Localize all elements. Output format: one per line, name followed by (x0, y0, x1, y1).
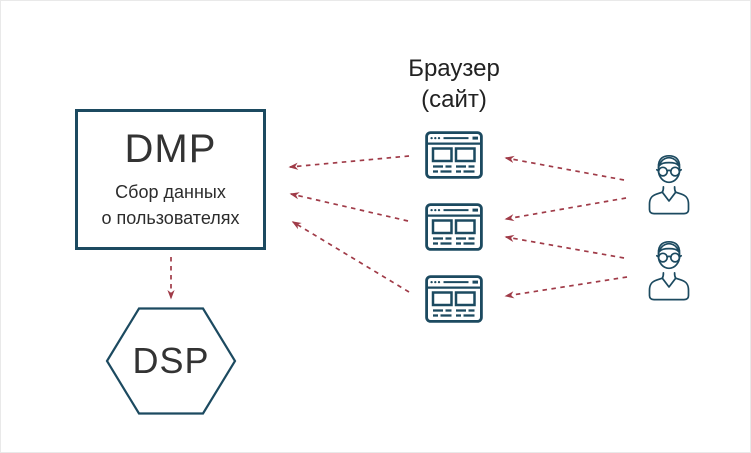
user-icon (648, 154, 690, 215)
user-icon (648, 240, 690, 301)
browser-group-label: Браузер (сайт) (379, 53, 529, 115)
dmp-subtitle-line1: Сбор данных (115, 182, 226, 203)
browser-label-line2: (сайт) (421, 86, 487, 114)
dsp-title: DSP (132, 340, 210, 381)
dmp-subtitle: Сбор данных о пользователях (102, 180, 240, 230)
dsp-hexagon: DSP (104, 306, 238, 416)
arrow-browser1-to-dmp (288, 155, 410, 170)
browser-label-line1: Браузер (408, 55, 500, 82)
dmp-subtitle-line2: о пользователях (101, 207, 240, 228)
browser-icon (425, 131, 483, 179)
arrow-browser2-to-dmp (289, 192, 409, 222)
arrow-browser3-to-dmp (291, 221, 410, 293)
dmp-box: DMP Сбор данных о пользователях (75, 109, 266, 250)
arrow-user1-to-browser2 (504, 197, 627, 222)
arrow-user2-to-browser2 (504, 234, 625, 259)
browser-icon (425, 275, 483, 323)
dmp-title: DMP (124, 127, 217, 172)
browser-icon (425, 203, 483, 251)
hexagon-shape-icon (105, 307, 237, 415)
arrow-user1-to-browser1 (504, 155, 625, 181)
arrow-user2-to-browser3 (504, 276, 628, 299)
